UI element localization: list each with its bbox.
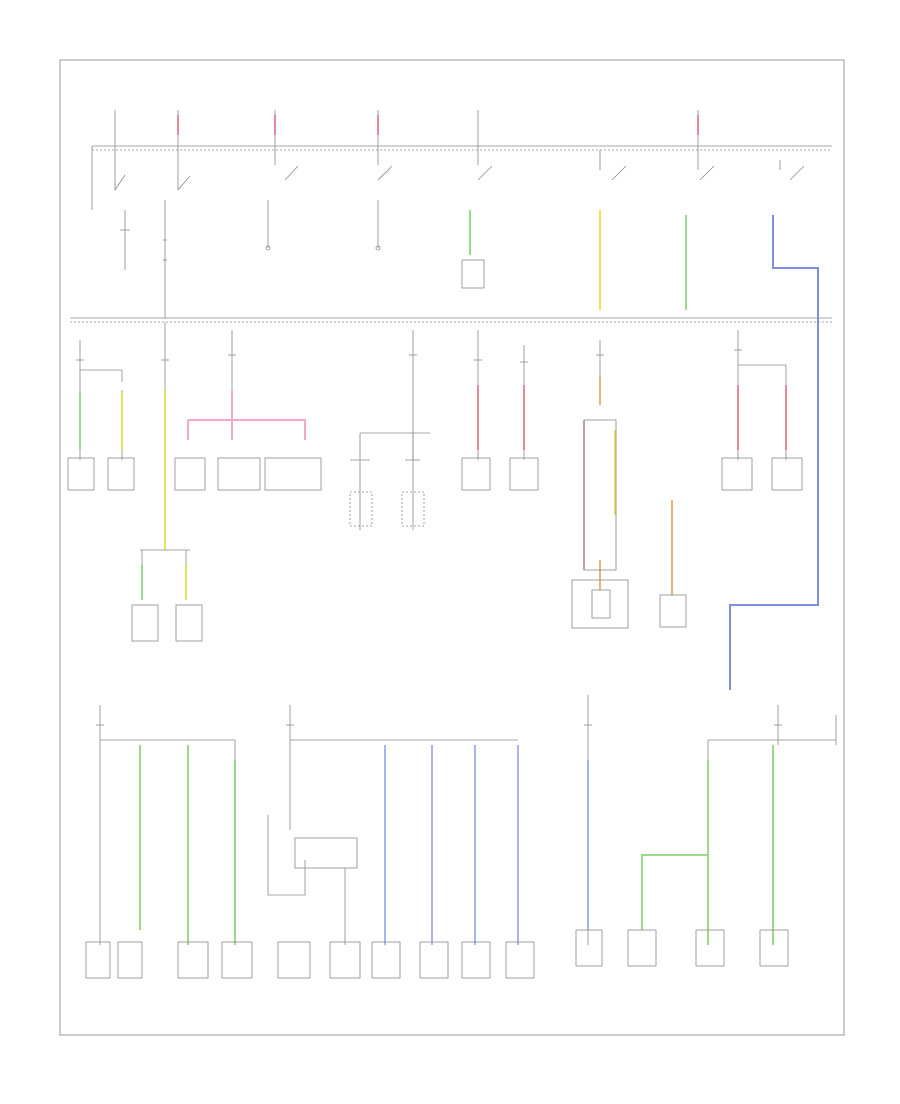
- colored-wires-middle: [79, 375, 787, 600]
- connector-ticks: [76, 229, 782, 726]
- fuse-drops-middle: [79, 322, 787, 550]
- bottom-bus: [99, 695, 837, 945]
- middle-loads: [67, 419, 803, 642]
- colored-wires-top: [177, 115, 819, 690]
- diagram-frame: [59, 59, 845, 1036]
- bottom-loads: [85, 929, 789, 979]
- colored-wires-bottom: [139, 745, 774, 945]
- relay-group: [114, 110, 805, 318]
- top-power-bus: [70, 145, 832, 323]
- switch-block: [349, 432, 430, 530]
